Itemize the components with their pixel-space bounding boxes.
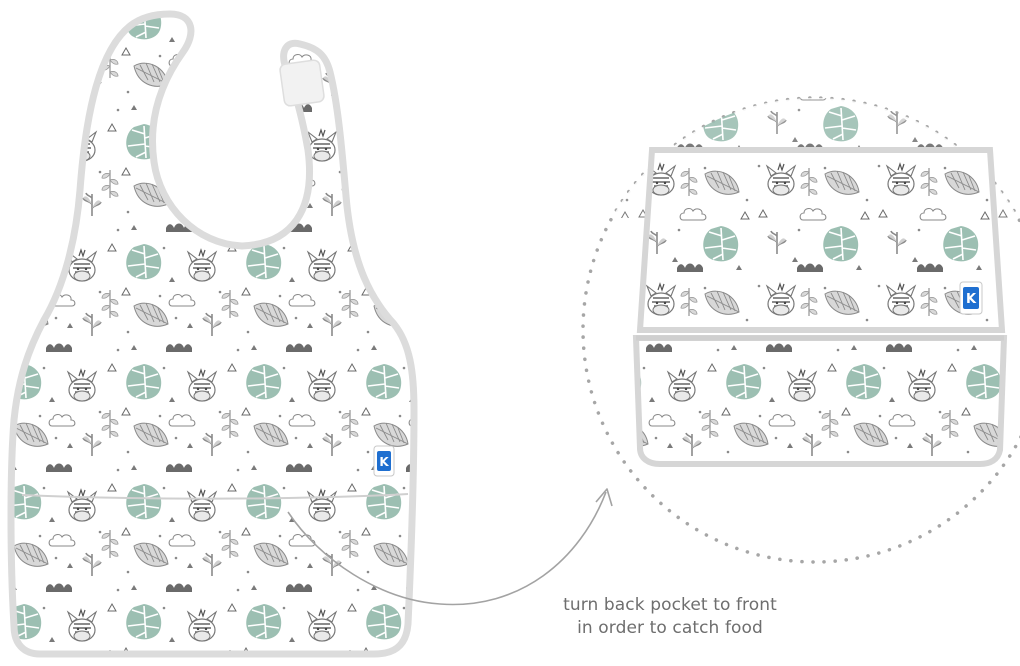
arrow-head-icon bbox=[595, 488, 613, 507]
brand-letter-zoom: K bbox=[966, 292, 977, 307]
pocket-panel-back bbox=[636, 147, 1006, 333]
curved-arrow bbox=[287, 488, 613, 606]
zoom-detail: K bbox=[581, 96, 1020, 564]
arrow-line bbox=[287, 491, 607, 606]
bib-body bbox=[7, 10, 418, 658]
caption-line-2: in order to catch food bbox=[577, 618, 763, 638]
bib-front-view: K bbox=[7, 10, 418, 658]
caption-line-1: turn back pocket to front bbox=[563, 595, 777, 615]
instruction-caption: turn back pocket to front in order to ca… bbox=[520, 594, 820, 640]
brand-label-zoom: K bbox=[959, 281, 983, 315]
brand-logo-icon bbox=[377, 451, 391, 471]
brand-letter: K bbox=[379, 455, 389, 469]
pocket-seam bbox=[21, 493, 409, 500]
velcro-tab bbox=[279, 59, 325, 107]
pocket-panel-front bbox=[632, 335, 1008, 467]
brand-label: K bbox=[373, 445, 395, 477]
brand-logo-zoom-icon bbox=[963, 287, 979, 309]
